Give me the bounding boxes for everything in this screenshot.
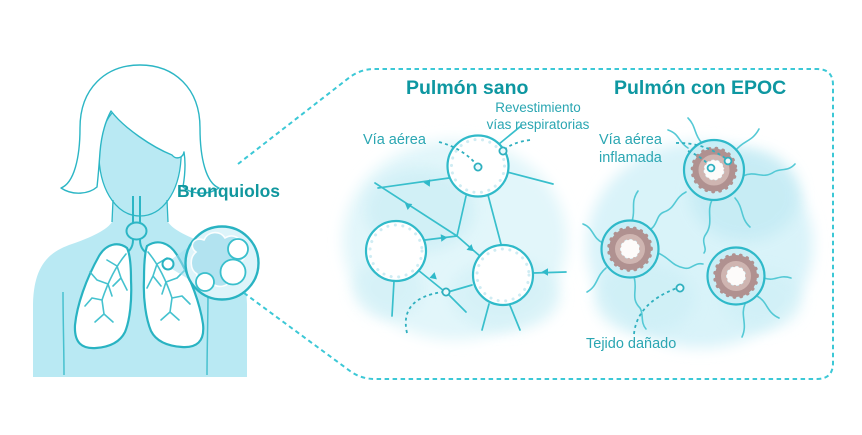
healthy-illustration-background-blob [343,140,567,340]
copd-lung-illustration [582,117,796,338]
larynx-ring [125,221,148,241]
bronchioles-label: Bronquiolos [177,181,281,201]
bronchiole-inset [190,231,249,292]
inflamed-airway-label-line2: inflamada [599,150,662,166]
airway-lining-label-line2: vías respiratorias [486,117,590,132]
inflamed-airway-label: Vía aérea inflamada [599,131,662,167]
healthy-lung-illustration [364,125,567,334]
airway-label: Vía aérea [363,132,426,148]
copd-lung-title: Pulmón con EPOC [614,77,787,99]
person-figure [33,64,260,377]
inflamed-airway-label-line1: Vía aérea [599,132,662,148]
inflamed-airway-left [600,219,660,279]
lungs [73,241,205,350]
lung-zoom-source-dot [161,257,175,271]
healthy-lung-title: Pulmón sano [406,77,529,99]
damaged-airway-squiggles [582,117,796,338]
damaged-tissue-label: Tejido dañado [586,336,677,352]
inflamed-airway-bottom [706,246,766,306]
copd-pointer-end-markers [675,156,733,293]
pointer-end-markers [441,146,508,297]
copd-label-pointers [633,142,726,335]
airway-lining-label-line1: Revestimiento [495,100,581,115]
callout-panel-border [237,68,834,380]
healthy-label-pointers [404,139,531,334]
airway-lining-label: Revestimiento vías respiratorias [462,99,614,133]
person-hair [60,64,220,194]
